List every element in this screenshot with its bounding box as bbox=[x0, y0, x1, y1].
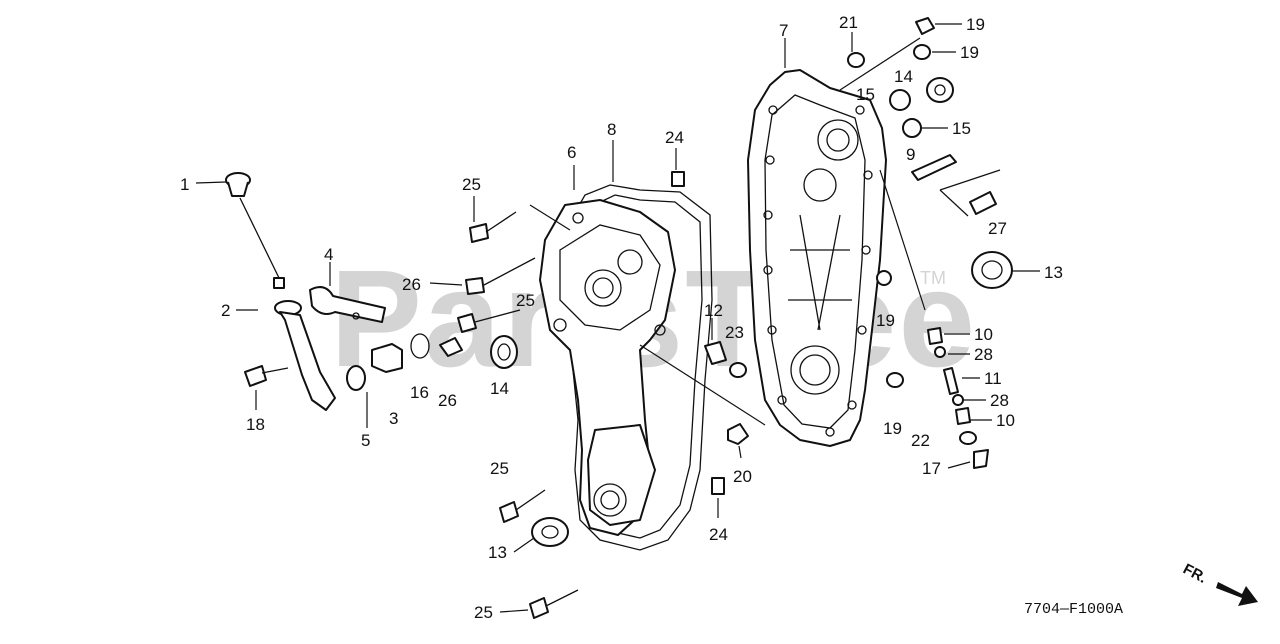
callout-label: 20 bbox=[733, 467, 752, 486]
callout-label: 10 bbox=[974, 325, 993, 344]
dipstick-assembly bbox=[225, 172, 386, 411]
callout-label: 26 bbox=[402, 275, 421, 294]
callout-label: 12 bbox=[704, 301, 723, 320]
callout-label: 24 bbox=[665, 128, 684, 147]
callout-label: 13 bbox=[1044, 263, 1063, 282]
callout-label: 15 bbox=[856, 85, 875, 104]
callout-label: 2 bbox=[221, 301, 230, 320]
callout-label: 26 bbox=[438, 391, 457, 410]
callout-label: 28 bbox=[990, 391, 1009, 410]
callout-label: 27 bbox=[988, 219, 1007, 238]
callout-label: 19 bbox=[966, 15, 985, 34]
left-case-cover bbox=[539, 199, 676, 536]
callout-label: 16 bbox=[410, 383, 429, 402]
callout-label: 14 bbox=[490, 379, 509, 398]
callout-label: 18 bbox=[246, 415, 265, 434]
callout-label: 25 bbox=[516, 291, 535, 310]
direction-label: FR. bbox=[1180, 561, 1209, 587]
callout-label: 22 bbox=[911, 431, 930, 450]
callout-labels: 1 2 4 18 5 3 16 26 25 26 25 14 6 8 24 12… bbox=[180, 13, 1063, 622]
callout-label: 14 bbox=[894, 67, 913, 86]
callout-label: 13 bbox=[488, 543, 507, 562]
callout-label: 19 bbox=[876, 311, 895, 330]
callout-label: 3 bbox=[389, 409, 398, 428]
callout-label: 5 bbox=[361, 431, 370, 450]
callout-label: 11 bbox=[984, 369, 1002, 388]
leader-lines bbox=[195, 23, 1040, 613]
seal-and-bolts-left bbox=[346, 211, 536, 391]
front-direction-indicator: FR. bbox=[1180, 561, 1258, 606]
center-fittings bbox=[499, 171, 749, 619]
callout-label: 25 bbox=[490, 459, 509, 478]
callout-label: 25 bbox=[462, 175, 481, 194]
callout-label: 28 bbox=[974, 345, 993, 364]
callout-label: 10 bbox=[996, 411, 1015, 430]
right-case-cover bbox=[747, 69, 887, 447]
callout-label: 4 bbox=[324, 245, 333, 264]
callout-label: 19 bbox=[883, 419, 902, 438]
diagram-code: 7704—F1000A bbox=[1024, 601, 1123, 618]
callout-label: 9 bbox=[906, 145, 915, 164]
callout-label: 15 bbox=[952, 119, 971, 138]
front-arrow-icon bbox=[1216, 582, 1258, 606]
callout-label: 19 bbox=[960, 43, 979, 62]
callout-label: 6 bbox=[567, 143, 576, 162]
callout-label: 24 bbox=[709, 525, 728, 544]
callout-label: 7 bbox=[779, 21, 788, 40]
watermark-trademark: TM bbox=[920, 268, 946, 288]
callout-label: 17 bbox=[922, 459, 941, 478]
callout-label: 8 bbox=[607, 120, 616, 139]
callout-label: 25 bbox=[474, 603, 493, 622]
callout-label: 1 bbox=[180, 175, 189, 194]
right-fittings bbox=[847, 17, 1013, 469]
callout-label: 21 bbox=[839, 13, 858, 32]
callout-label: 23 bbox=[725, 323, 744, 342]
